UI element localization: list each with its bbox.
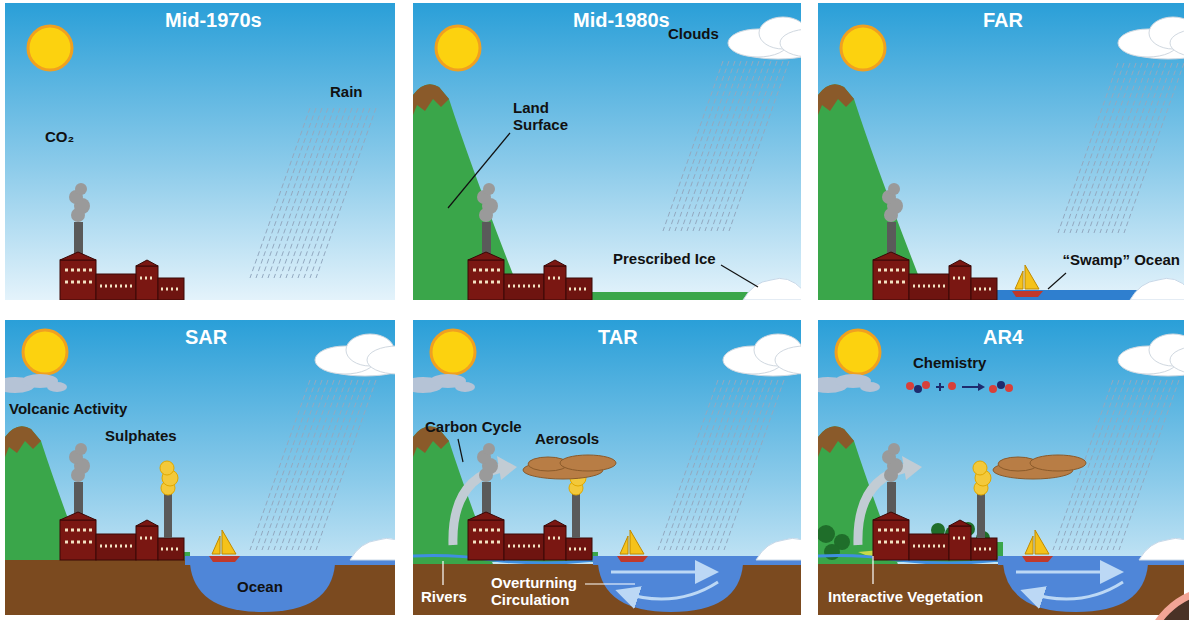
model-panel: Mid-1970sCO₂ Rain	[5, 3, 395, 300]
panel-title: SAR	[185, 326, 227, 349]
panel-title: Mid-1970s	[165, 9, 262, 32]
model-panel: TAR Carbon CycleAerosolsRivers Overturning…	[413, 320, 801, 615]
panel-title: TAR	[598, 326, 638, 349]
feature-label: Overturning Circulation	[491, 574, 583, 609]
feature-label: Land Surface	[513, 99, 583, 134]
model-panel: SAR Volcanic ActivitySulphatesOcean	[5, 320, 395, 615]
model-panel: FAR “Swamp” Ocean	[818, 3, 1184, 300]
feature-label: CO₂	[45, 128, 74, 145]
feature-label: Rain	[330, 83, 363, 100]
panel-title: FAR	[983, 9, 1023, 32]
panel-title: AR4	[983, 326, 1023, 349]
feature-label: Clouds	[668, 25, 719, 42]
feature-label: “Swamp” Ocean	[1062, 251, 1180, 268]
feature-label: Sulphates	[105, 427, 177, 444]
feature-label: Carbon Cycle	[425, 418, 522, 435]
feature-label: Interactive Vegetation	[828, 588, 983, 605]
feature-label: Ocean	[237, 578, 283, 595]
model-panel: Mid-1980sCloudsLand SurfacePrescribed Ic…	[413, 3, 801, 300]
feature-label: Chemistry	[913, 354, 986, 371]
feature-label: Aerosols	[535, 430, 599, 447]
feature-label: Rivers	[421, 588, 467, 605]
feature-label: Volcanic Activity	[9, 400, 127, 417]
panel-title: Mid-1980s	[573, 9, 670, 32]
feature-label: Prescribed Ice	[613, 250, 716, 267]
model-panel: AR4ChemistryInteractive Vegetation	[818, 320, 1184, 615]
